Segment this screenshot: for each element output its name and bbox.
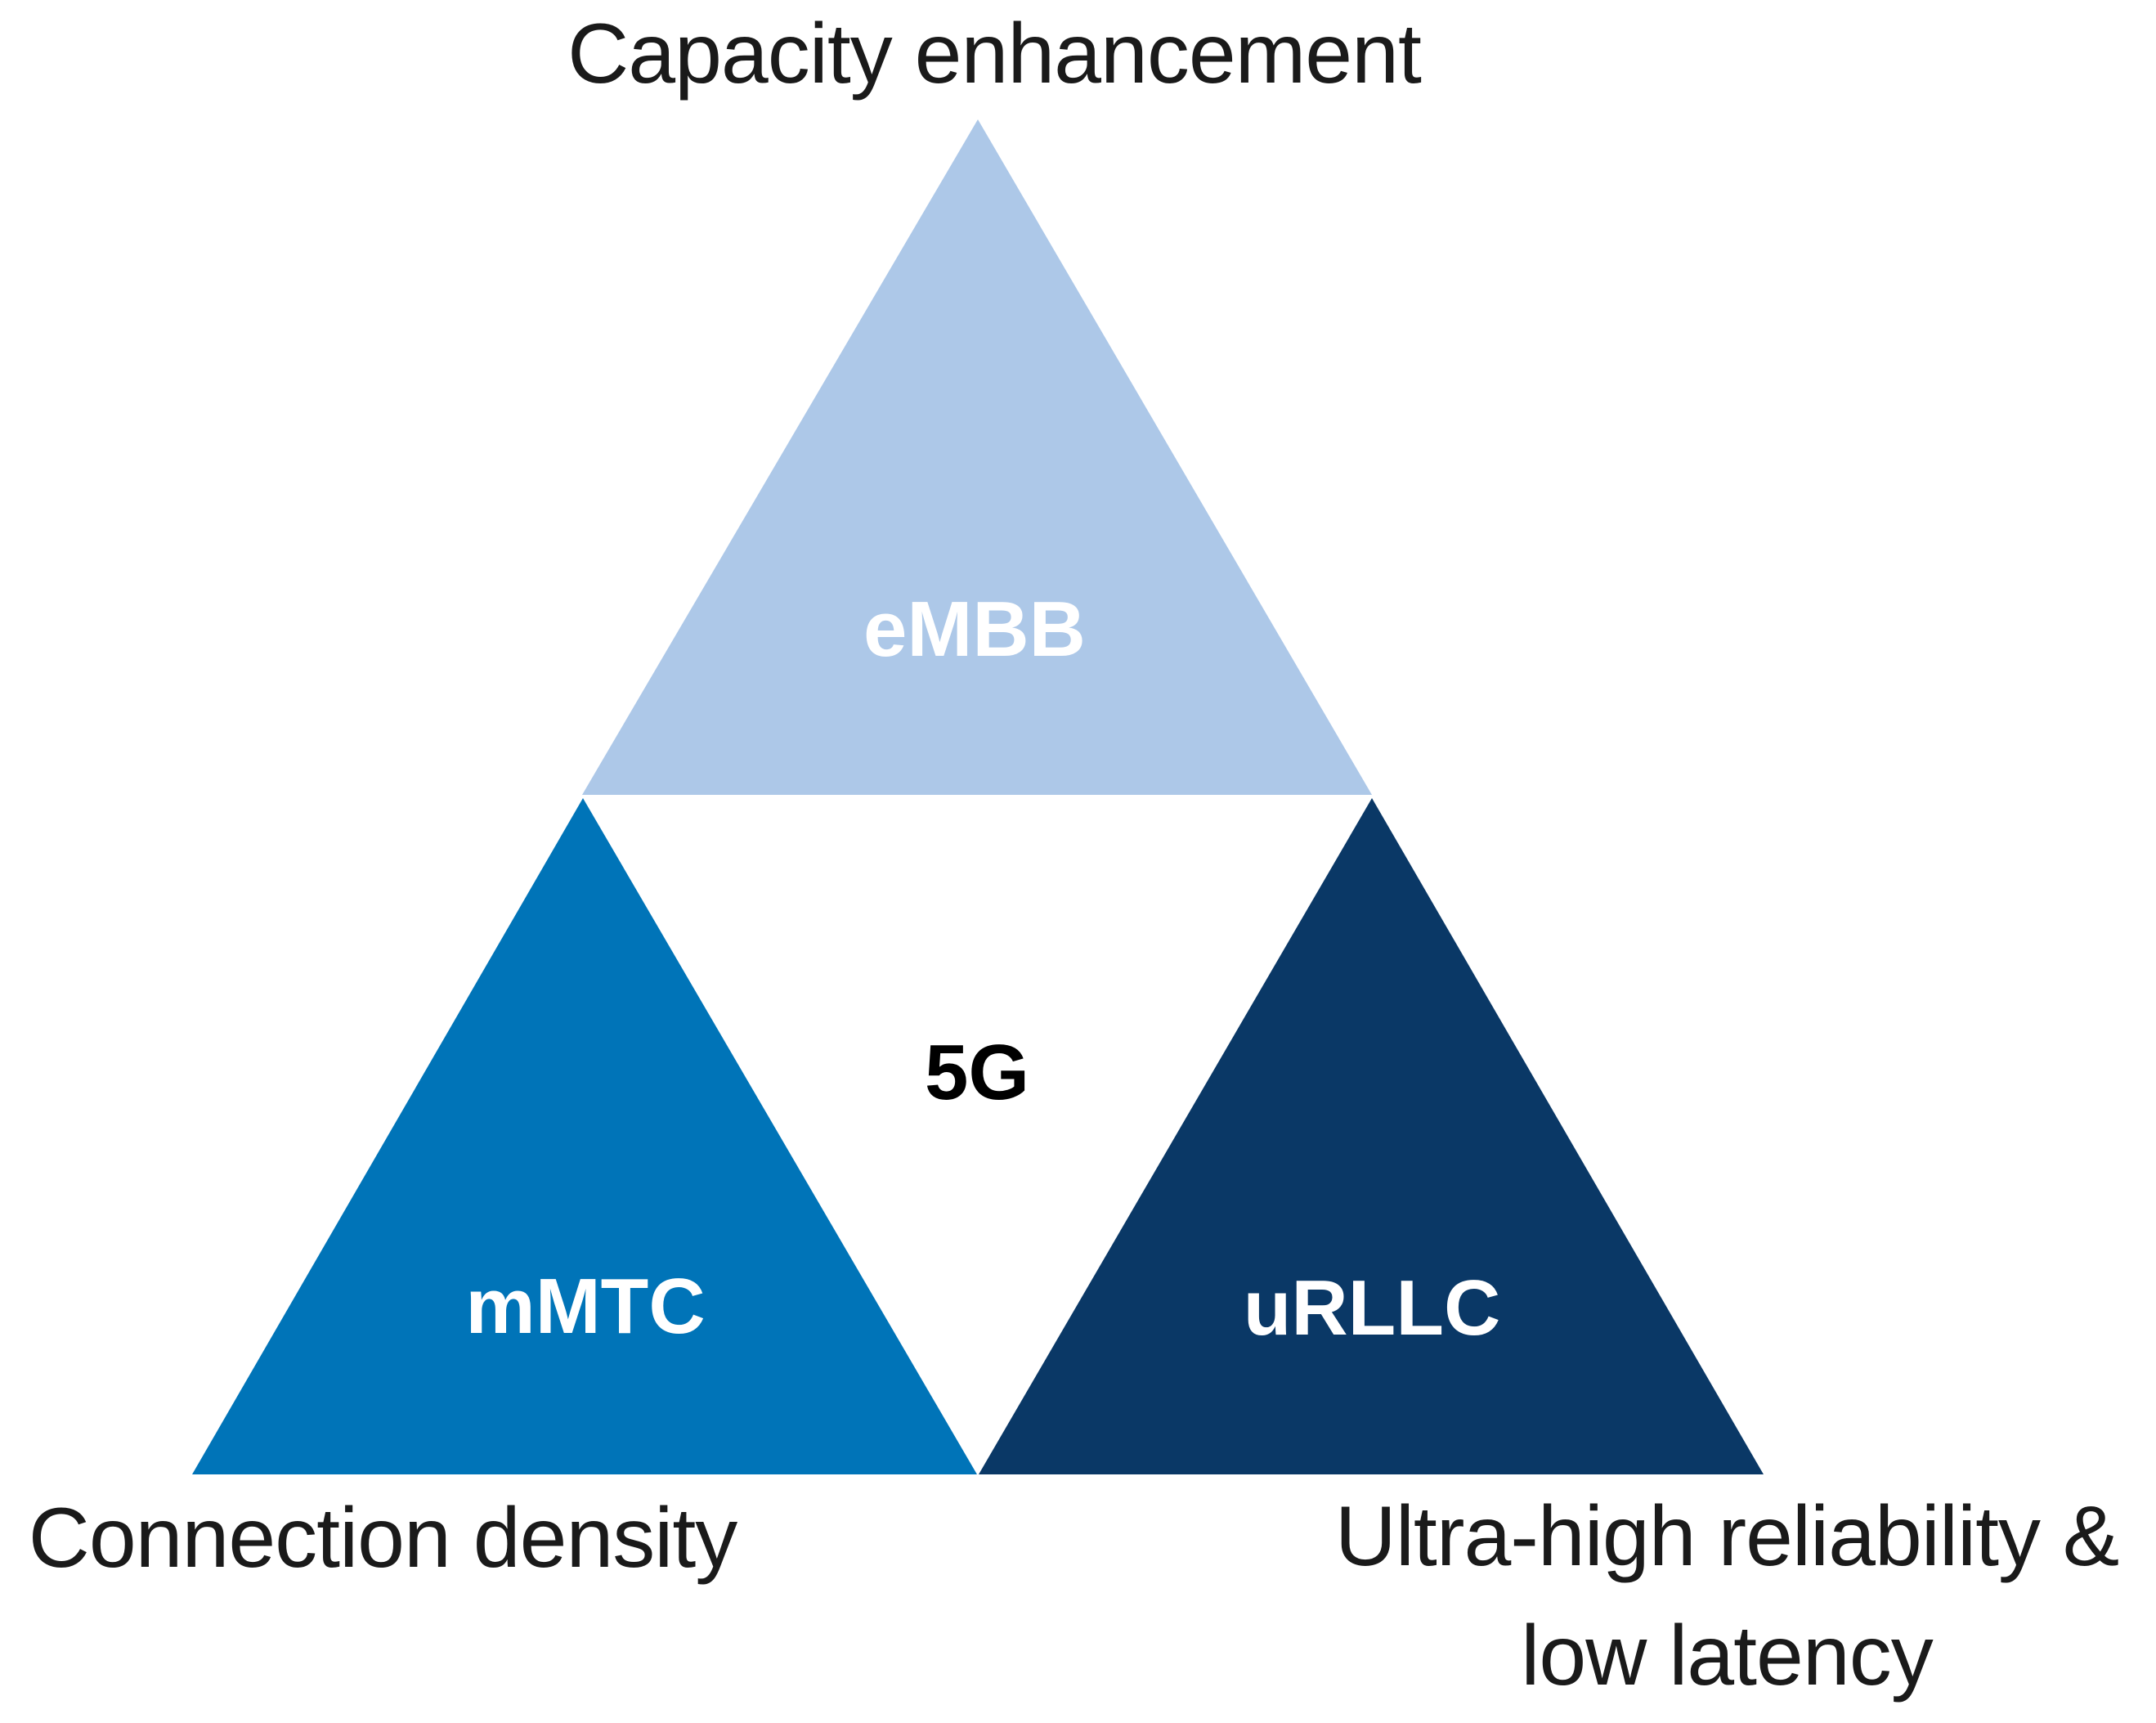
- caption-ultra-high-reliability-line1: Ultra-high reliability &: [1334, 1489, 2120, 1584]
- urllc-label: uRLLC: [1243, 1264, 1501, 1352]
- 5g-center-label: 5G: [924, 1029, 1030, 1116]
- caption-ultra-high-reliability: Ultra-high reliability & low latency: [1334, 1477, 2120, 1716]
- mmtc-label: mMTC: [465, 1263, 706, 1350]
- caption-connection-density: Connection density: [28, 1491, 738, 1586]
- mmtc-triangle: [192, 798, 977, 1474]
- embb-label: eMBB: [863, 586, 1087, 673]
- urllc-triangle: [979, 798, 1764, 1474]
- embb-triangle: [582, 119, 1372, 795]
- caption-capacity-enhancement: Capacity enhancement: [567, 7, 1422, 101]
- caption-ultra-high-reliability-line2: low latency: [1521, 1609, 1933, 1703]
